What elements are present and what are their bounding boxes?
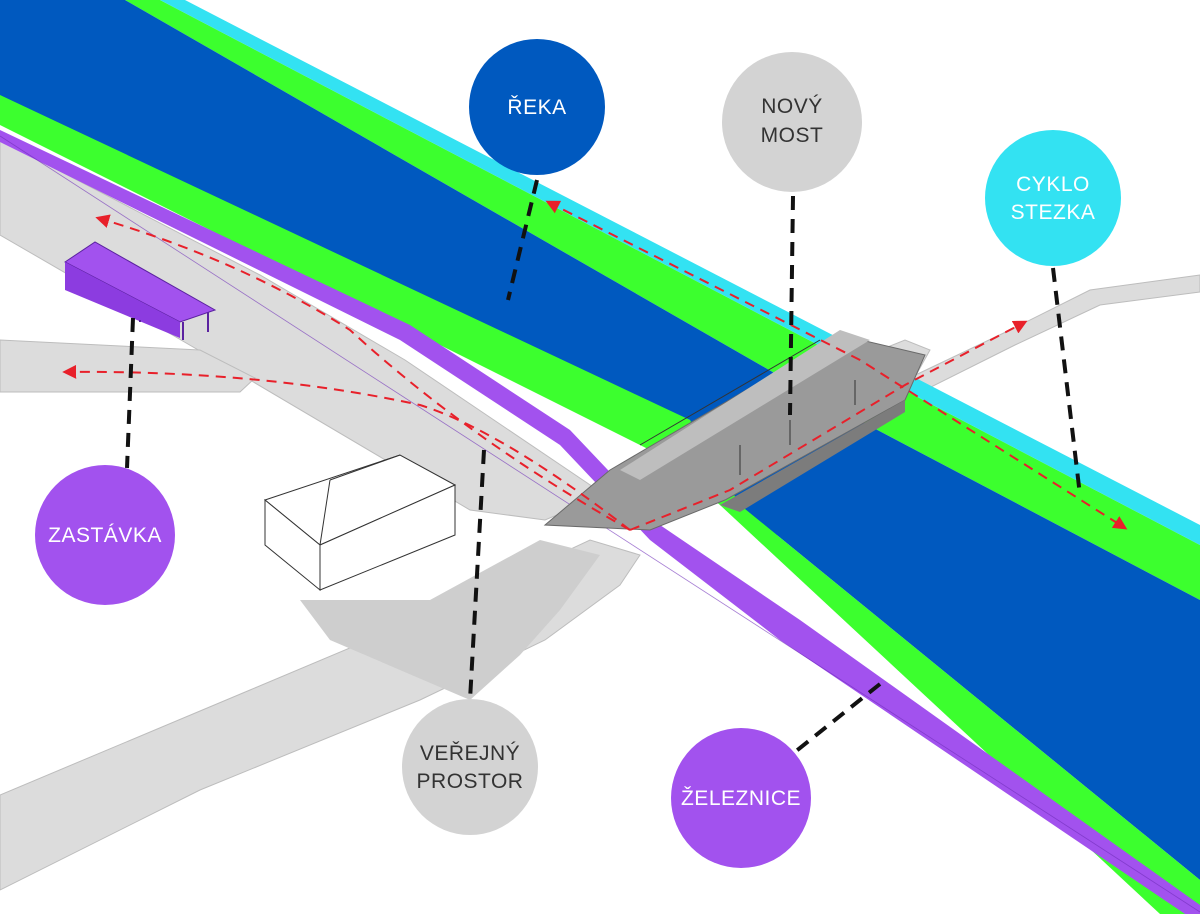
label-zeleznice-text: ŽELEZNICE [681, 787, 801, 810]
leader-cyklo [1051, 267, 1082, 496]
riverbank-lower [720, 505, 1200, 914]
label-cyklo-line2: STEZKA [1011, 201, 1096, 224]
label-reka: ŘEKA [469, 39, 605, 175]
leader-reka [506, 179, 539, 301]
leader-zeleznice [793, 682, 882, 754]
label-novy-most-circle [722, 52, 862, 192]
bus-stop-shelter [64, 241, 217, 340]
label-verejny-prostor: VEŘEJNÝ PROSTOR [402, 699, 538, 835]
label-zastavka-circle [35, 465, 175, 605]
label-cyklo-circle [985, 130, 1121, 266]
river [0, 0, 1200, 880]
label-novy-most-line2: MOST [761, 124, 824, 147]
leader-novy-most [788, 195, 795, 416]
leader-verejny [468, 449, 486, 701]
route-to-bus-stop [95, 214, 631, 531]
road-right [904, 274, 1200, 401]
label-verejny-line1: VEŘEJNÝ [420, 742, 520, 765]
label-zastavka-text: ZASTÁVKA [48, 524, 162, 547]
label-reka-circle [469, 39, 605, 175]
label-cyklo-stezka: CYKLO STEZKA [985, 130, 1121, 266]
label-verejny-line2: PROSTOR [417, 770, 524, 793]
label-zastavka: ZASTÁVKA [35, 465, 175, 605]
label-novy-most-line1: NOVÝ [761, 95, 823, 118]
label-verejny-circle [402, 699, 538, 835]
lower-plaza [300, 540, 600, 700]
label-reka-text: ŘEKA [507, 96, 566, 119]
label-zeleznice: ŽELEZNICE [671, 728, 811, 868]
route-arrows [62, 200, 1128, 531]
label-zeleznice-circle [671, 728, 811, 868]
route-cycle-path [545, 200, 1128, 530]
road-left-branch [0, 339, 256, 393]
leader-zastavka [125, 317, 135, 469]
building [263, 454, 457, 592]
label-cyklo-line1: CYKLO [1016, 173, 1090, 196]
label-novy-most: NOVÝ MOST [722, 52, 862, 192]
leader-lines [125, 179, 1082, 754]
